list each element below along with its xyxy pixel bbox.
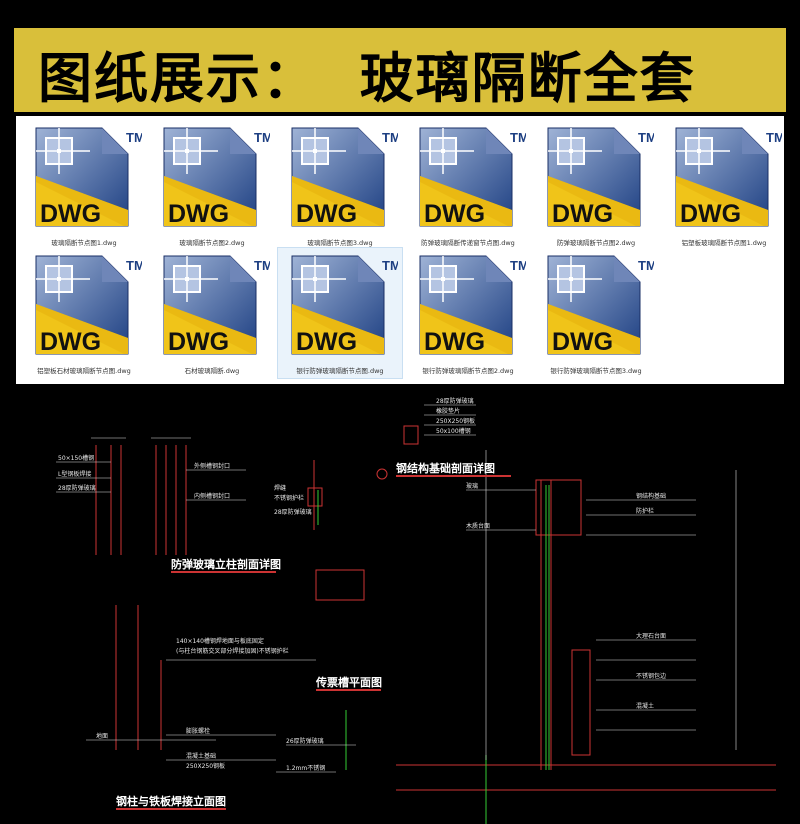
note: 50×150槽钢 bbox=[58, 454, 94, 462]
trademark: TM bbox=[510, 258, 526, 273]
cad-notes: 50×150槽钢 L型钢板焊接 28厚防弹玻璃 外侧槽钢封口 内侧槽钢封口 焊缝… bbox=[58, 397, 666, 772]
file-item[interactable]: DWG TM 石材玻璃隔断.dwg bbox=[150, 248, 274, 378]
note: 1.2mm不锈钢 bbox=[286, 764, 325, 772]
icon-label: DWG bbox=[168, 328, 229, 356]
cad-titles: 防弹玻璃立柱剖面详图 钢结构基础剖面详图 传票槽平面图 钢柱与铁板焊接立面图 bbox=[116, 461, 511, 810]
note: 外侧槽钢封口 bbox=[194, 462, 230, 470]
icon-label: DWG bbox=[424, 328, 485, 356]
icon-label: DWG bbox=[40, 328, 101, 356]
file-name: 银行防弹玻璃隔断节点图.dwg bbox=[296, 367, 384, 375]
dwg-file-icon: DWG TM bbox=[163, 255, 270, 356]
dwg-file-icon: DWG TM bbox=[291, 255, 398, 356]
file-item[interactable]: DWG TM 玻璃隔断节点图3.dwg bbox=[278, 120, 402, 250]
file-item[interactable]: DWG TM 银行防弹玻璃隔断节点图2.dwg bbox=[406, 248, 530, 378]
trademark: TM bbox=[126, 130, 142, 145]
dwg-file-icon: DWG TM bbox=[419, 255, 526, 356]
trademark: TM bbox=[254, 258, 270, 273]
file-item[interactable]: DWG TM 玻璃隔断节点图2.dwg bbox=[150, 120, 274, 250]
file-item[interactable]: DWG TM 银行防弹玻璃隔断节点图3.dwg bbox=[534, 248, 658, 378]
file-item[interactable]: DWG TM 防弹玻璃隔断节点图2.dwg bbox=[534, 120, 658, 250]
note: 140×140槽钢焊地面与板底固定 bbox=[176, 637, 264, 645]
icon-label: DWG bbox=[424, 200, 485, 228]
cad-green-lines bbox=[317, 485, 550, 824]
dwg-file-icon: DWG TM bbox=[419, 127, 526, 228]
dwg-file-icon: DWG TM bbox=[547, 255, 654, 356]
cad-lines bbox=[95, 425, 776, 791]
note: 26厚防弹玻璃 bbox=[286, 737, 324, 745]
file-name: 玻璃隔断节点图1.dwg bbox=[51, 239, 117, 247]
trademark: TM bbox=[126, 258, 142, 273]
note: 木质台面 bbox=[466, 522, 490, 530]
file-item[interactable]: DWG TM 铝塑板石材玻璃隔断节点图.dwg bbox=[22, 248, 146, 378]
banner-title: 图纸展示： 玻璃隔断全套 bbox=[38, 47, 696, 110]
cad-drawing: 防弹玻璃立柱剖面详图 钢结构基础剖面详图 传票槽平面图 钢柱与铁板焊接立面图 5… bbox=[56, 397, 776, 824]
cad-dimension-lines bbox=[56, 404, 737, 773]
note: 混凝土基础 bbox=[186, 752, 216, 760]
title-column-section: 防弹玻璃立柱剖面详图 bbox=[171, 557, 281, 571]
trademark: TM bbox=[382, 258, 398, 273]
note: (与柱台钢筋交叉部分焊接加固)不锈钢护栏 bbox=[176, 647, 289, 655]
icon-label: DWG bbox=[552, 200, 613, 228]
file-name: 银行防弹玻璃隔断节点图3.dwg bbox=[550, 367, 642, 375]
file-item[interactable]: DWG TM 防弹玻璃隔断传递窗节点图.dwg bbox=[406, 120, 530, 250]
trademark: TM bbox=[382, 130, 398, 145]
note: 250X250钢板 bbox=[186, 762, 225, 770]
note: 防护栏 bbox=[636, 507, 654, 515]
note: L型钢板焊接 bbox=[58, 470, 91, 478]
file-name: 铝塑板玻璃隔断节点图1.dwg bbox=[681, 239, 767, 247]
file-name: 玻璃隔断节点图2.dwg bbox=[179, 239, 245, 247]
note: 250X250钢板 bbox=[436, 417, 475, 425]
icon-label: DWG bbox=[168, 200, 229, 228]
note: 28厚防弹玻璃 bbox=[58, 484, 96, 492]
note: 大理石台面 bbox=[636, 632, 666, 640]
file-name: 防弹玻璃隔断节点图2.dwg bbox=[556, 239, 636, 247]
trademark: TM bbox=[638, 258, 654, 273]
icon-label: DWG bbox=[552, 328, 613, 356]
note: 不锈钢护栏 bbox=[274, 494, 304, 502]
note: 焊缝 bbox=[274, 484, 286, 492]
note: 混凝土 bbox=[636, 702, 654, 710]
title-steel-foundation: 钢结构基础剖面详图 bbox=[396, 461, 495, 475]
title-column-weld: 钢柱与铁板焊接立面图 bbox=[116, 794, 226, 808]
file-name: 银行防弹玻璃隔断节点图2.dwg bbox=[422, 367, 514, 375]
note: 钢结构基础 bbox=[636, 492, 666, 500]
note: 50x100槽钢 bbox=[436, 427, 471, 435]
file-name: 石材玻璃隔断.dwg bbox=[184, 367, 240, 375]
title-banner: 图纸展示： 玻璃隔断全套 bbox=[14, 28, 786, 112]
dwg-file-icon: DWG TM bbox=[35, 127, 142, 228]
file-item[interactable]: DWG TM 玻璃隔断节点图1.dwg bbox=[22, 120, 146, 250]
icon-label: DWG bbox=[680, 200, 741, 228]
icon-label: DWG bbox=[296, 328, 357, 356]
note: 28厚防弹玻璃 bbox=[274, 508, 312, 516]
dwg-file-icon: DWG TM bbox=[291, 127, 398, 228]
file-name: 防弹玻璃隔断传递窗节点图.dwg bbox=[421, 239, 515, 247]
dwg-file-icon: DWG TM bbox=[547, 127, 654, 228]
note: 玻璃 bbox=[466, 482, 478, 490]
icon-label: DWG bbox=[40, 200, 101, 228]
note: 地面 bbox=[96, 732, 108, 740]
note: 膨胀螺栓 bbox=[186, 727, 210, 735]
note: 不锈钢包边 bbox=[636, 672, 666, 680]
file-item[interactable]: DWG TM 银行防弹玻璃隔断节点图.dwg bbox=[277, 247, 403, 379]
trademark: TM bbox=[254, 130, 270, 145]
trademark: TM bbox=[766, 130, 782, 145]
trademark: TM bbox=[510, 130, 526, 145]
dwg-file-icon: DWG TM bbox=[163, 127, 270, 228]
icon-label: DWG bbox=[296, 200, 357, 228]
trademark: TM bbox=[638, 130, 654, 145]
dwg-file-icon: DWG TM bbox=[675, 127, 782, 228]
note: 28厚防弹玻璃 bbox=[436, 397, 474, 405]
file-name: 玻璃隔断节点图3.dwg bbox=[307, 239, 373, 247]
file-name: 铝塑板石材玻璃隔断节点图.dwg bbox=[37, 367, 131, 375]
file-item[interactable]: DWG TM 铝塑板玻璃隔断节点图1.dwg bbox=[662, 120, 786, 250]
dwg-file-icon: DWG TM bbox=[35, 255, 142, 356]
note: 内侧槽钢封口 bbox=[194, 492, 230, 500]
note: 橡胶垫片 bbox=[436, 407, 460, 415]
title-ticket-slot: 传票槽平面图 bbox=[315, 675, 382, 689]
